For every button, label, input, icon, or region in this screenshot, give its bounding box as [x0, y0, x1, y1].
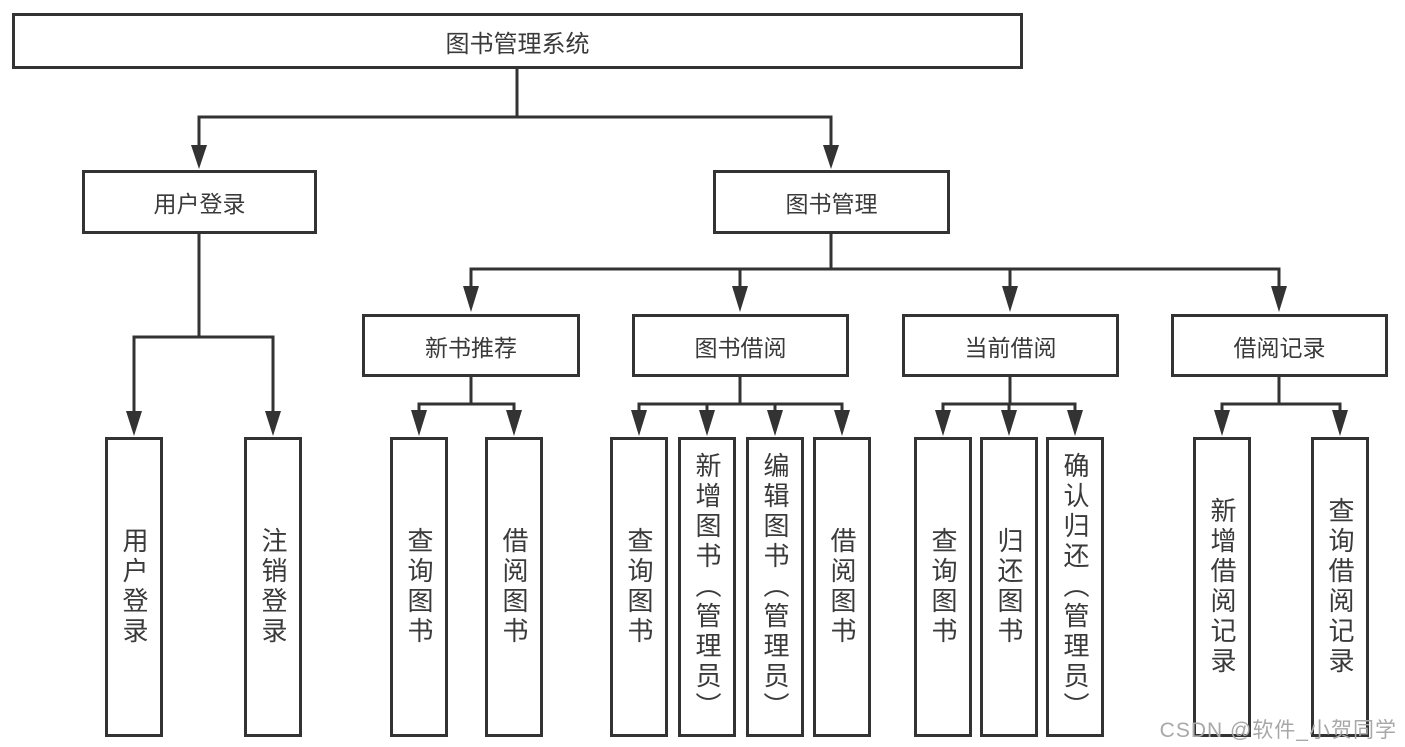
arrowhead [506, 410, 522, 436]
leaf-confirm-return-admin: 确认归还（管理员） [1046, 437, 1104, 737]
arrowhead [935, 410, 951, 436]
node-root: 图书管理系统 [12, 13, 1023, 69]
node-current-borrow: 当前借阅 [902, 314, 1119, 377]
connector-group-bar [637, 402, 844, 412]
connector-group-bar [941, 402, 1077, 412]
connector-user-login-bar [132, 335, 275, 413]
leaf-borrow-book: 借阅图书 [485, 437, 543, 737]
leaf-query-book: 查询图书 [390, 437, 448, 737]
arrowhead [411, 410, 427, 436]
node-borrow-record: 借阅记录 [1171, 314, 1388, 377]
connector-group-bar [417, 402, 516, 412]
node-user-login: 用户登录 [82, 170, 317, 234]
leaf-add-borrow-record: 新增借阅记录 [1193, 437, 1251, 737]
arrowhead [699, 410, 715, 436]
csdn-watermark: CSDN @软件_小贺同学 [1159, 719, 1397, 742]
arrowhead [1001, 410, 1017, 436]
leaf-query-book: 查询图书 [914, 437, 972, 737]
arrowhead [1271, 286, 1287, 312]
arrowhead [823, 145, 839, 169]
arrowhead [1002, 286, 1018, 312]
node-book-borrow: 图书借阅 [632, 314, 849, 377]
arrowhead [1214, 410, 1230, 436]
arrowhead [767, 410, 783, 436]
leaf-user-login: 用户登录 [105, 437, 163, 737]
leaf-query-borrow-record: 查询借阅记录 [1311, 437, 1369, 737]
leaf-borrow-book: 借阅图书 [813, 437, 871, 737]
arrowhead [1067, 410, 1083, 436]
leaf-add-book-admin: 新增图书（管理员） [678, 437, 736, 737]
node-new-book-recommend: 新书推荐 [362, 314, 580, 377]
arrowhead [732, 286, 748, 312]
arrowhead [834, 410, 850, 436]
leaf-query-book: 查询图书 [610, 437, 668, 737]
node-book-management: 图书管理 [713, 170, 950, 234]
connector-root-bar [197, 115, 833, 147]
connector-book-mgmt-bar [469, 267, 1281, 288]
arrowhead [1332, 410, 1348, 436]
leaf-edit-book-admin: 编辑图书（管理员） [746, 437, 804, 737]
arrowhead [631, 410, 647, 436]
arrowhead [463, 286, 479, 312]
leaf-logout: 注销登录 [244, 437, 302, 737]
arrowhead [126, 411, 142, 436]
arrowhead [265, 411, 281, 436]
connector-group-bar [1220, 402, 1342, 412]
leaf-return-book: 归还图书 [980, 437, 1038, 737]
arrowhead [191, 145, 207, 169]
